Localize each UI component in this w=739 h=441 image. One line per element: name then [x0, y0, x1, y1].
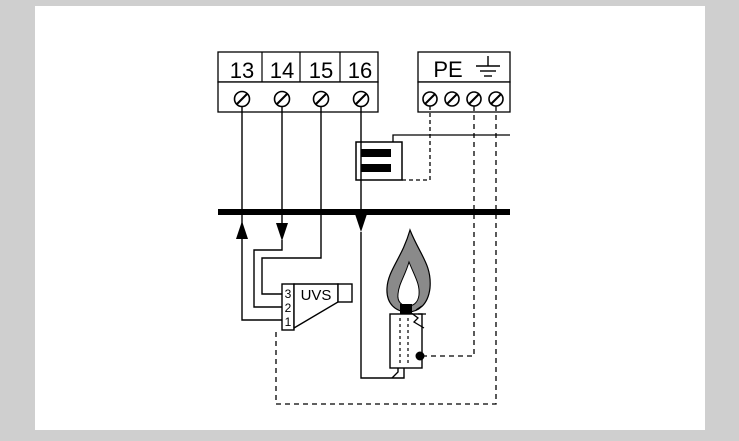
- arrow-down-16-icon: [355, 214, 367, 232]
- uvs-pin-3-label: 3: [285, 287, 292, 301]
- ground-junction-icon: [415, 351, 425, 361]
- terminal-block-main: 13 14 15 16: [217, 51, 379, 113]
- uvs-label: UVS: [301, 287, 332, 304]
- screw-15-icon: [312, 90, 330, 108]
- pe-screw-1-icon: [422, 91, 438, 107]
- spark-icon: [409, 305, 426, 329]
- terminal-block-pe: PE: [417, 51, 511, 113]
- terminal-16-label: 16: [348, 58, 372, 83]
- arrow-up-13-icon: [236, 221, 248, 239]
- ground-wires: [275, 106, 497, 405]
- terminal-15-label: 15: [309, 58, 333, 83]
- pe-label: PE: [433, 57, 462, 82]
- screw-14-icon: [273, 90, 291, 108]
- housing-base-line: [218, 209, 510, 215]
- uvs-sensor: 3 2 1 UVS: [281, 283, 353, 331]
- pe-screw-2-icon: [444, 91, 460, 107]
- terminal-screw-row: [217, 81, 379, 113]
- terminal-13-label: 13: [230, 58, 254, 83]
- uvs-lens: [337, 283, 353, 303]
- igniter-electrode: [389, 304, 425, 379]
- uvs-pin-1-label: 1: [285, 315, 292, 329]
- pe-screw-3-icon: [466, 91, 482, 107]
- screw-13-icon: [233, 90, 251, 108]
- uvs-pin-2-label: 2: [285, 301, 292, 315]
- screw-16-icon: [352, 90, 370, 108]
- earth-ground-icon: [476, 56, 500, 77]
- pe-label-row: [417, 51, 511, 83]
- arrow-down-14-icon: [276, 223, 288, 241]
- pe-screw-4-icon: [488, 91, 504, 107]
- wires: [241, 106, 392, 379]
- filter-element: [355, 106, 510, 181]
- terminal-14-label: 14: [270, 58, 294, 83]
